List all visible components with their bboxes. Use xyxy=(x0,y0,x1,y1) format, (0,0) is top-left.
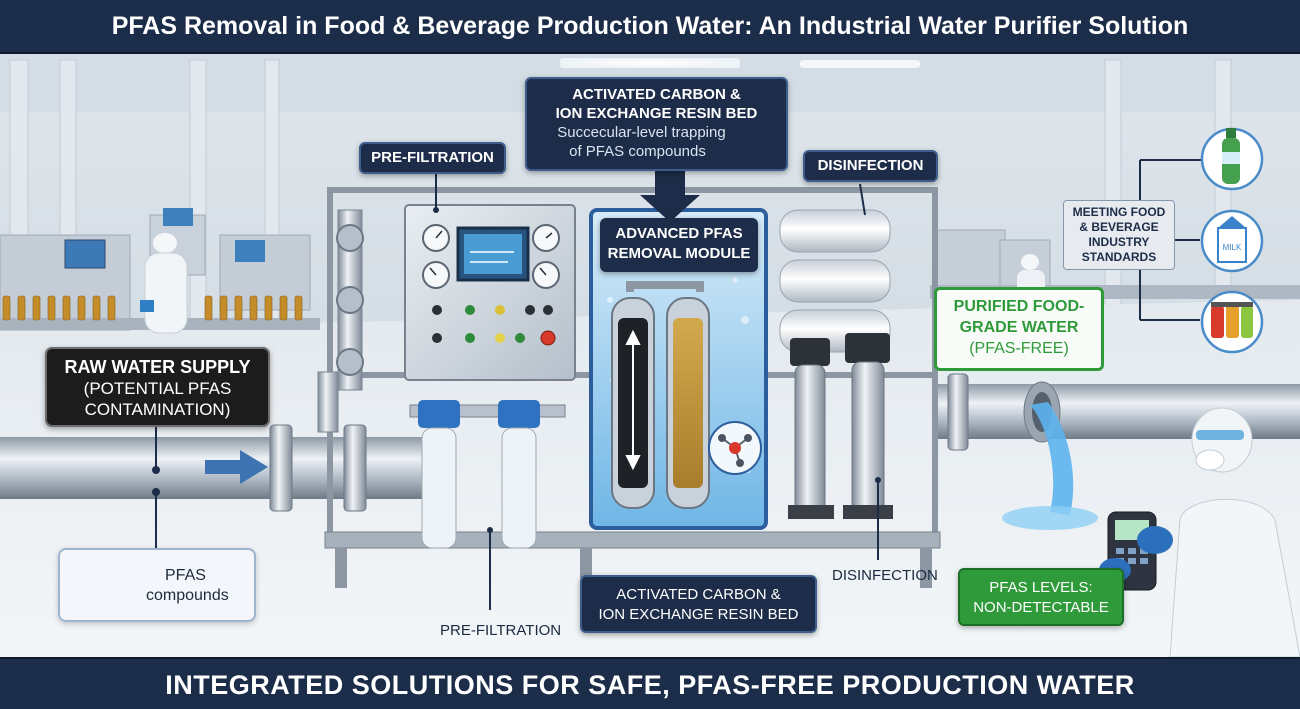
pfas-levels-line1: PFAS LEVELS: xyxy=(989,579,1093,596)
industry-standards-callout: MEETING FOOD & BEVERAGE INDUSTRY STANDAR… xyxy=(1063,200,1175,270)
pre-filtration-bottom-label: PRE-FILTRATION xyxy=(440,622,562,639)
module-line2: REMOVAL MODULE xyxy=(607,245,751,262)
juice-jars-icon xyxy=(1211,302,1253,338)
pfas-label: PFAS xyxy=(165,567,206,584)
purified-line3: (PFAS-FREE) xyxy=(969,340,1069,357)
carbon-top-line3: Succecular-level trapping xyxy=(557,124,726,141)
page-title: PFAS Removal in Food & Beverage Producti… xyxy=(0,0,1300,54)
pfas-levels-line2: NON-DETECTABLE xyxy=(973,599,1109,616)
carbon-top-line4: of PFAS compounds xyxy=(569,143,706,160)
pre-filtration-top-callout: PRE-FILTRATION xyxy=(359,142,506,174)
carbon-top-line2: ION EXCHANGE RESIN BED xyxy=(555,105,758,122)
molecule-icon xyxy=(718,434,752,467)
purified-water-callout: PURIFIED FOOD- GRADE WATER (PFAS-FREE) xyxy=(934,287,1104,371)
compounds-label: compounds xyxy=(146,587,229,604)
svg-text:MILK: MILK xyxy=(1223,243,1242,252)
standards-line1: MEETING FOOD xyxy=(1072,205,1166,219)
footer-tagline: INTEGRATED SOLUTIONS FOR SAFE, PFAS-FREE… xyxy=(0,657,1300,709)
standards-line3: INDUSTRY xyxy=(1088,235,1150,249)
carbon-resin-top-callout: ACTIVATED CARBON & ION EXCHANGE RESIN BE… xyxy=(525,77,788,171)
raw-water-line3: CONTAMINATION) xyxy=(84,400,231,419)
standards-line4: STANDARDS xyxy=(1081,250,1157,264)
standards-line2: & BEVERAGE xyxy=(1079,220,1159,234)
pfas-removal-module-label: ADVANCED PFAS REMOVAL MODULE xyxy=(600,218,758,272)
raw-water-line2: (POTENTIAL PFAS xyxy=(83,379,232,398)
raw-water-supply-callout: RAW WATER SUPPLY (POTENTIAL PFAS CONTAMI… xyxy=(45,347,270,427)
carbon-resin-bottom-callout: ACTIVATED CARBON & ION EXCHANGE RESIN BE… xyxy=(580,575,817,633)
disinfection-bottom-label: DISINFECTION xyxy=(832,567,938,584)
purified-line2: GRADE WATER xyxy=(959,319,1079,336)
milk-carton-icon: MILK xyxy=(1217,216,1247,263)
carbon-bottom-line1: ACTIVATED CARBON & xyxy=(616,586,781,603)
module-line1: ADVANCED PFAS xyxy=(615,225,743,242)
pfas-levels-callout: PFAS LEVELS: NON-DETECTABLE xyxy=(958,568,1124,626)
purified-line1: PURIFIED FOOD- xyxy=(953,298,1085,315)
pfas-compounds-callout: PFAS compounds xyxy=(58,548,256,622)
carbon-top-line1: ACTIVATED CARBON & xyxy=(572,86,741,103)
raw-water-title: RAW WATER SUPPLY xyxy=(64,357,251,377)
bottle-icon xyxy=(1222,128,1240,184)
carbon-bottom-line2: ION EXCHANGE RESIN BED xyxy=(598,606,799,623)
disinfection-top-callout: DISINFECTION xyxy=(803,150,938,182)
flow-arrow-icon xyxy=(205,450,268,484)
